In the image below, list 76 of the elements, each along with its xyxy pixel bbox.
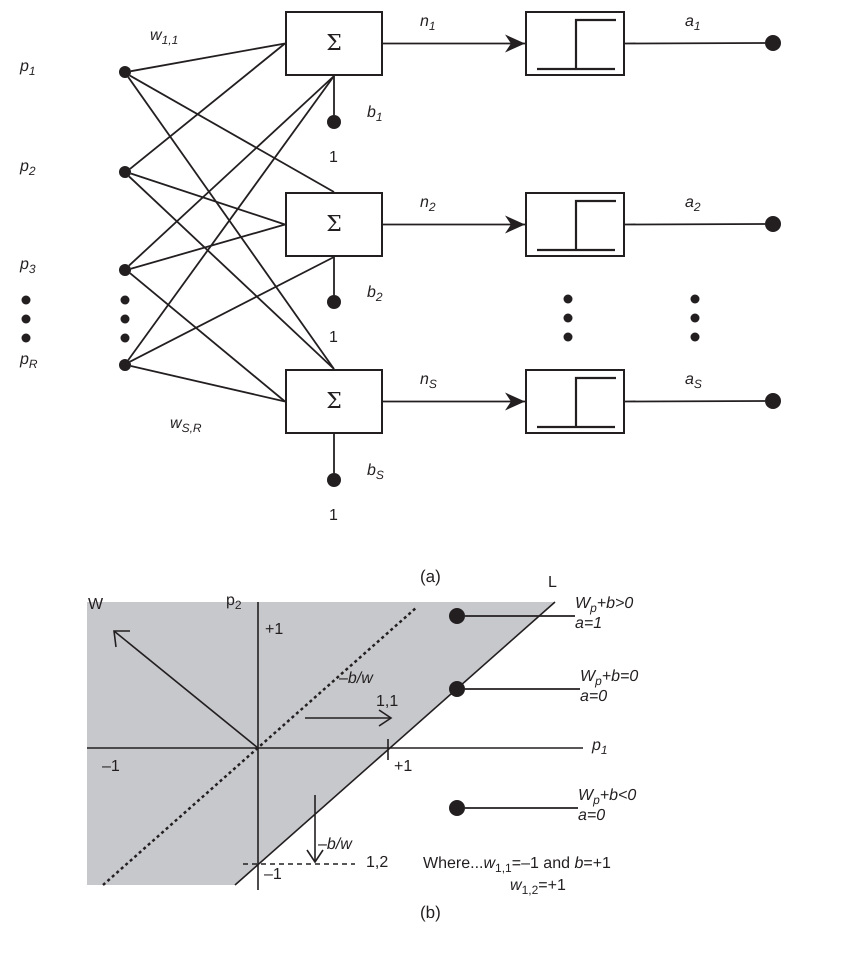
step-function-box (525, 369, 625, 434)
leader-line (465, 688, 580, 690)
output-node (765, 216, 781, 232)
arrow (383, 392, 525, 410)
intercept-label: –b/w (339, 670, 373, 688)
bias-input-node (327, 295, 341, 309)
connector-line (333, 434, 335, 473)
input-node (119, 66, 131, 78)
connector-line (128, 75, 335, 266)
axis-label: p$_{1}$ (592, 737, 608, 756)
connector-line (128, 176, 335, 370)
connector-line (130, 224, 286, 270)
note-text: w$_{1,2}$=+1 (510, 877, 566, 896)
tick-label: +1 (394, 758, 412, 776)
connector-line (625, 223, 765, 226)
tick-label: –1 (264, 866, 282, 884)
input-node (119, 264, 131, 276)
connector-line (333, 257, 335, 295)
note-text: Where...w$_{1,1}$=–1 and b=+1 (423, 855, 611, 874)
line-label: L (548, 574, 557, 592)
summation-box (285, 192, 383, 257)
connector-line (130, 272, 286, 402)
connector-line (130, 42, 286, 170)
connector-line (130, 172, 286, 226)
node-label: b$_{S}$ (367, 462, 384, 480)
input-label: p$_{2}$ (20, 158, 36, 176)
output-node (765, 393, 781, 409)
sigma-symbol: Σ (326, 388, 342, 414)
bias-input-node (327, 473, 341, 487)
node-label: 1 (329, 329, 338, 348)
node-label: 1 (329, 149, 338, 168)
input-label: p$_{1}$ (20, 58, 36, 76)
leader-line (465, 615, 575, 617)
weight-index-label: 1,1 (376, 693, 398, 712)
panel-label: (a) (420, 567, 441, 587)
step-function-box (525, 192, 625, 257)
input-node (119, 359, 131, 371)
input-label: p$_{3}$ (20, 256, 36, 274)
arrow (383, 34, 525, 52)
summation-box (285, 369, 383, 434)
tick-label: +1 (265, 621, 284, 640)
intercept-label: –b/w (318, 836, 352, 854)
connector-line (130, 42, 286, 72)
condition-text: W$_{p}$+b>0 (575, 594, 634, 614)
connector-line (130, 365, 286, 402)
connector-line (129, 74, 334, 193)
tick-label: –1 (102, 758, 120, 776)
sigma-symbol: Σ (326, 30, 342, 56)
output-value: a=0 (578, 806, 606, 826)
output-value: a=0 (580, 688, 608, 707)
axis-label: p$_{2}$ (226, 592, 242, 610)
output-node (765, 35, 781, 51)
weight-label: w$_{1,1}$ (150, 27, 178, 46)
input-label: p$_{R}$ (20, 351, 38, 370)
weight-index-label: 1,2 (366, 854, 388, 872)
connector-line (625, 400, 765, 402)
sigma-symbol: Σ (326, 212, 342, 238)
weight-label: w$_{S,R}$ (170, 415, 202, 434)
summation-box (285, 11, 383, 76)
bias-input-node (327, 115, 341, 129)
vector-label: W (88, 596, 104, 614)
node-label: b$_{1}$ (367, 104, 383, 122)
node-label: b$_{2}$ (367, 284, 383, 302)
connector-line (625, 42, 765, 44)
leader-line (465, 807, 578, 809)
condition-text: W$_{p}$+b=0 (580, 667, 640, 687)
panel-label: (b) (420, 903, 441, 923)
condition-text: W$_{p}$+b<0 (578, 786, 638, 806)
input-node (119, 166, 131, 178)
node-label: 1 (329, 507, 338, 526)
connector-line (333, 76, 335, 115)
connector-line (130, 256, 334, 362)
output-value: a=1 (575, 614, 604, 634)
region-point (449, 800, 465, 816)
arrow (383, 216, 525, 234)
step-function-box (525, 11, 625, 76)
